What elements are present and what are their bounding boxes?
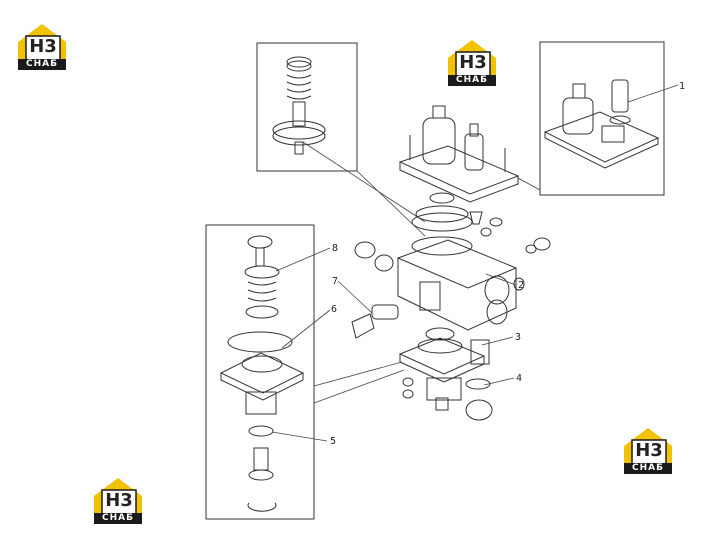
logo-band-text: СНАБ bbox=[448, 75, 496, 86]
logo-roof-icon bbox=[18, 24, 66, 60]
logo-band-text: СНАБ bbox=[18, 59, 66, 70]
logo-right: H3 СНАБ bbox=[620, 426, 676, 476]
logo-letters: H3 bbox=[459, 52, 487, 73]
logo-roof-icon bbox=[624, 428, 672, 464]
callout-1: 1 bbox=[679, 81, 685, 92]
logo-band-text: СНАБ bbox=[624, 463, 672, 474]
logo-roof-icon bbox=[448, 40, 496, 76]
detail-box-top-left bbox=[256, 42, 358, 172]
logo-top-left: H3 СНАБ bbox=[14, 22, 70, 72]
logo-letters: H3 bbox=[105, 490, 133, 511]
callout-5: 5 bbox=[330, 436, 336, 447]
callout-3: 3 bbox=[515, 332, 521, 343]
callout-2: 2 bbox=[518, 280, 524, 291]
logo-roof-icon bbox=[94, 478, 142, 514]
callout-4: 4 bbox=[516, 373, 522, 384]
logo-top-center: H3 СНАБ bbox=[444, 38, 500, 88]
main-valve-assembly bbox=[351, 105, 551, 421]
callout-7: 7 bbox=[332, 276, 338, 287]
detail-box-left bbox=[205, 224, 315, 520]
leader-lines bbox=[271, 84, 679, 442]
detail-box-top-right bbox=[539, 41, 665, 196]
logo-letters: H3 bbox=[29, 36, 57, 57]
logo-letters: H3 bbox=[635, 440, 663, 461]
callout-8: 8 bbox=[332, 243, 338, 254]
logo-bottom-left: H3 СНАБ bbox=[90, 476, 146, 526]
callout-6: 6 bbox=[331, 304, 337, 315]
logo-band-text: СНАБ bbox=[94, 513, 142, 524]
